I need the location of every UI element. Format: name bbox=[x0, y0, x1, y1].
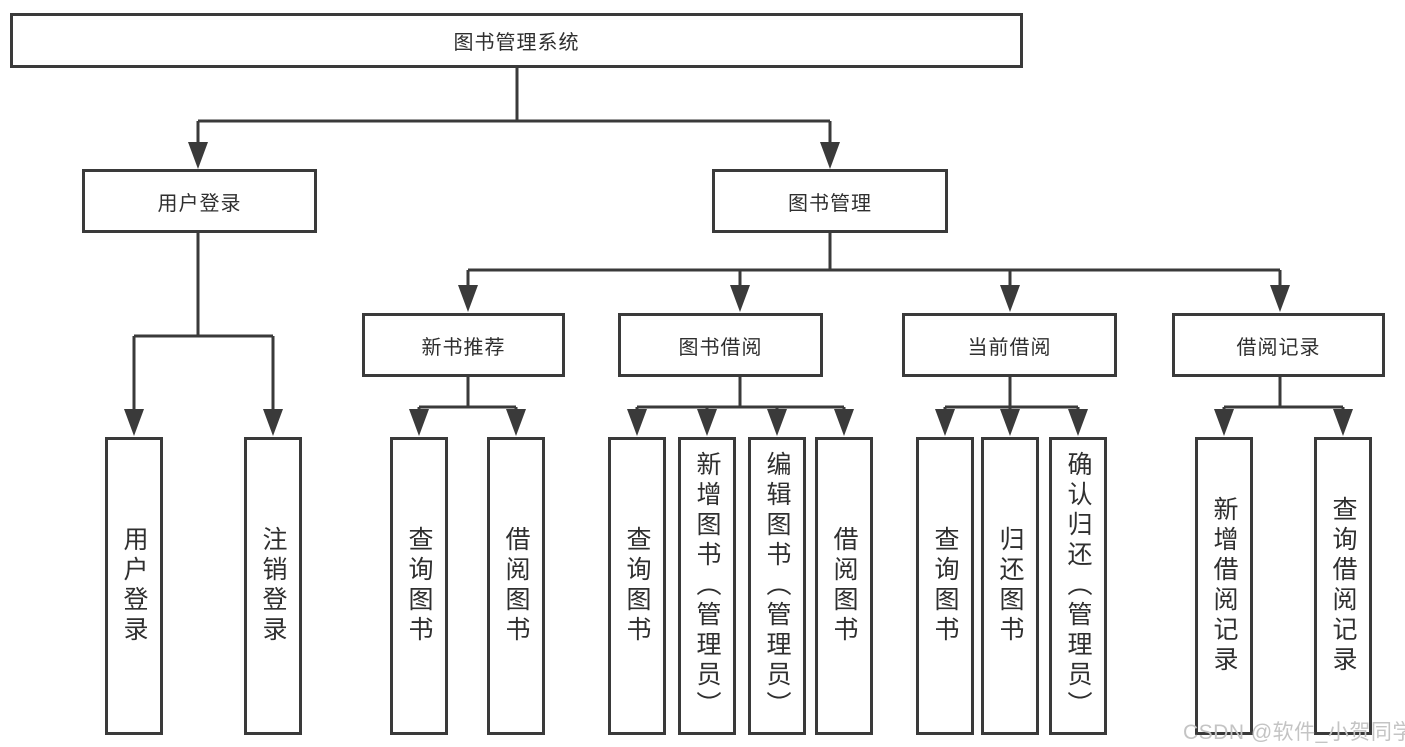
leaf-add-borrow-record: 新增借阅记录 bbox=[1195, 437, 1253, 735]
node-label: 借阅记录 bbox=[1236, 336, 1321, 359]
leaf-label: 确认归还（管理员） bbox=[1064, 451, 1092, 721]
node-current-borrowing: 当前借阅 bbox=[902, 313, 1117, 377]
leaf-label: 查询借阅记录 bbox=[1329, 496, 1357, 676]
node-user-login: 用户登录 bbox=[82, 169, 317, 233]
leaf-label: 新增图书（管理员） bbox=[693, 451, 721, 721]
node-label: 图书管理 bbox=[788, 192, 872, 215]
leaf-borrow-books: 借阅图书 bbox=[815, 437, 873, 735]
leaf-label: 借阅图书 bbox=[502, 526, 530, 646]
arrowheads bbox=[124, 142, 1353, 436]
leaf-label: 归还图书 bbox=[996, 526, 1024, 646]
node-label: 新书推荐 bbox=[421, 336, 506, 359]
leaf-label: 查询图书 bbox=[623, 526, 651, 646]
leaf-query-books: 查询图书 bbox=[916, 437, 974, 735]
leaf-label: 查询图书 bbox=[405, 526, 433, 646]
leaf-return-books: 归还图书 bbox=[981, 437, 1039, 735]
leaf-query-books: 查询图书 bbox=[390, 437, 448, 735]
leaf-edit-books-admin: 编辑图书（管理员） bbox=[748, 437, 806, 735]
node-label: 图书管理系统 bbox=[453, 32, 580, 54]
leaf-add-books-admin: 新增图书（管理员） bbox=[678, 437, 736, 735]
node-borrowing-records: 借阅记录 bbox=[1172, 313, 1385, 377]
leaf-borrow-books: 借阅图书 bbox=[487, 437, 545, 735]
node-label: 当前借阅 bbox=[967, 336, 1052, 359]
leaf-label: 借阅图书 bbox=[830, 526, 858, 646]
leaf-label: 编辑图书（管理员） bbox=[763, 451, 791, 721]
node-book-borrowing: 图书借阅 bbox=[618, 313, 823, 377]
leaf-label: 用户登录 bbox=[120, 526, 148, 646]
leaf-confirm-return-admin: 确认归还（管理员） bbox=[1049, 437, 1107, 735]
node-new-book-recommendation: 新书推荐 bbox=[362, 313, 565, 377]
node-label: 图书借阅 bbox=[678, 336, 763, 359]
leaf-query-books: 查询图书 bbox=[608, 437, 666, 735]
node-label: 用户登录 bbox=[157, 192, 242, 215]
leaf-label: 注销登录 bbox=[259, 526, 287, 646]
leaf-label: 查询图书 bbox=[931, 526, 959, 646]
leaf-user-login: 用户登录 bbox=[105, 437, 163, 735]
node-library-management-system: 图书管理系统 bbox=[10, 13, 1023, 68]
leaf-logout: 注销登录 bbox=[244, 437, 302, 735]
node-book-management: 图书管理 bbox=[712, 169, 948, 233]
leaf-query-borrow-record: 查询借阅记录 bbox=[1314, 437, 1372, 735]
csdn-watermark: CSDN @软件_小贺同学 bbox=[1183, 721, 1405, 744]
leaf-label: 新增借阅记录 bbox=[1210, 496, 1238, 676]
